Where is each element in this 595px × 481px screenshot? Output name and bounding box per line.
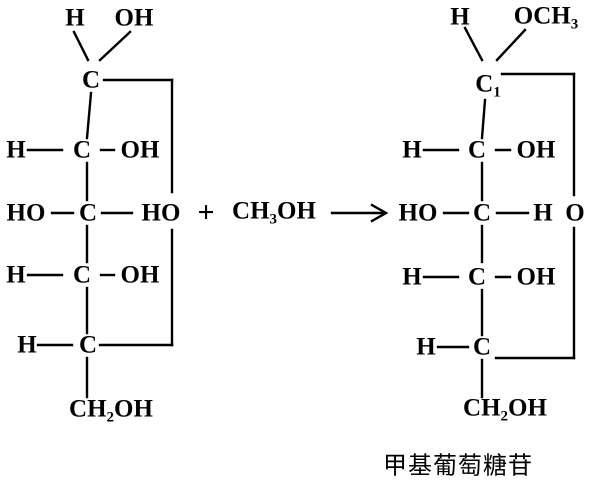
left-r5-h: H <box>17 331 37 359</box>
right-c1-letter: C <box>475 70 494 98</box>
bond-left-h-c1 <box>72 30 90 62</box>
left-c1: C <box>81 66 101 94</box>
left-r4-oh: OH <box>120 261 160 289</box>
bond-left-oh-c1 <box>98 30 132 62</box>
methanol-ch: CH <box>232 197 270 225</box>
bond-right-och3-c1 <box>495 28 527 62</box>
right-c6-sub: 2 <box>500 408 509 425</box>
right-c6-ch2oh: CH2OH <box>463 396 547 425</box>
right-top-h: H <box>450 3 470 31</box>
right-r2-c: C <box>467 136 487 164</box>
right-r3-ho: HO <box>398 199 438 227</box>
right-r4-c: C <box>467 263 487 291</box>
right-top-och: OCH <box>513 2 571 30</box>
methanol-sub: 3 <box>269 211 278 228</box>
reaction-arrow-head <box>370 203 389 223</box>
left-c6-sub: 2 <box>106 409 115 426</box>
left-c6-ch: CH <box>69 395 107 423</box>
left-r4-c: C <box>72 261 92 289</box>
right-c1: C1 <box>475 72 501 101</box>
left-r2-oh: OH <box>120 136 160 164</box>
left-c6-oh: OH <box>114 395 153 423</box>
left-r2-c: C <box>72 136 92 164</box>
right-r3-c: C <box>472 199 492 227</box>
right-r5-c: C <box>472 333 492 361</box>
right-top-sub: 3 <box>570 16 579 33</box>
methanol-reagent: CH3OH <box>232 199 316 228</box>
right-r4-oh: OH <box>516 263 556 291</box>
right-c6-oh: OH <box>508 394 547 422</box>
methanol-oh: OH <box>277 197 316 225</box>
product-caption: 甲基葡萄糖苷 <box>383 451 533 480</box>
left-r3-ho: HO <box>6 199 46 227</box>
right-r4-h: H <box>402 263 422 291</box>
bond-left-c1-c2 <box>85 91 93 140</box>
right-r5-h: H <box>416 333 436 361</box>
right-r2-oh: OH <box>516 136 556 164</box>
plus-sign: + <box>197 196 215 229</box>
left-r2-h: H <box>6 136 26 164</box>
right-c6-ch: CH <box>463 394 501 422</box>
left-r5-c: C <box>78 331 98 359</box>
left-r3-ho-right: HO <box>141 199 181 227</box>
left-top-oh: OH <box>114 4 154 32</box>
left-c6-ch2oh: CH2OH <box>69 397 153 426</box>
right-r2-h: H <box>402 136 422 164</box>
bond-right-c1-c2 <box>480 98 487 140</box>
right-ring-oxygen: O <box>565 199 585 227</box>
right-c1-sub: 1 <box>493 84 501 101</box>
left-top-h: H <box>65 4 85 32</box>
bond-right-h-c1 <box>463 26 484 62</box>
right-top-och3: OCH3 <box>514 4 578 33</box>
left-r4-h: H <box>6 261 26 289</box>
left-r3-c: C <box>78 199 98 227</box>
right-r3-h: H <box>533 199 553 227</box>
